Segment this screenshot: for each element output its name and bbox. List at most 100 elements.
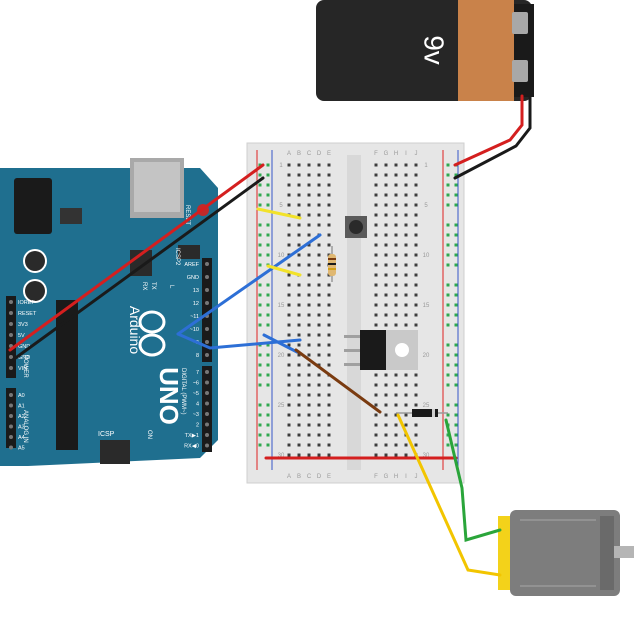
breadboard-hole xyxy=(374,293,378,297)
rail-hole xyxy=(258,403,262,407)
breadboard-hole xyxy=(287,163,291,167)
rail-hole xyxy=(258,193,262,197)
column-letter: G xyxy=(384,151,389,157)
breadboard-hole xyxy=(384,373,388,377)
pin-socket xyxy=(205,275,209,279)
breadboard-hole xyxy=(297,413,301,417)
rail-hole xyxy=(266,413,270,417)
breadboard-hole xyxy=(297,253,301,257)
pin-socket xyxy=(205,443,209,448)
rail-hole xyxy=(266,203,270,207)
breadboard-hole xyxy=(384,303,388,307)
pin-label: ~10 xyxy=(190,327,199,333)
breadboard-hole xyxy=(287,173,291,177)
pin-socket xyxy=(9,333,13,337)
resistor xyxy=(328,246,336,282)
row-number: 10 xyxy=(423,253,430,259)
breadboard-hole xyxy=(414,383,418,387)
pin-socket xyxy=(205,301,209,305)
rail-hole xyxy=(454,383,458,387)
rail-hole xyxy=(446,193,450,197)
rail-hole xyxy=(454,293,458,297)
breadboard-hole xyxy=(297,183,301,187)
breadboard-hole xyxy=(414,223,418,227)
breadboard-hole xyxy=(327,393,331,397)
breadboard-hole xyxy=(374,393,378,397)
breadboard-hole xyxy=(414,193,418,197)
row-number: 15 xyxy=(278,303,285,309)
breadboard-hole xyxy=(287,443,291,447)
breadboard-hole xyxy=(384,253,388,257)
breadboard-hole xyxy=(404,253,408,257)
breadboard-hole xyxy=(384,273,388,277)
pin-socket xyxy=(9,424,13,429)
pin-label: A0 xyxy=(18,393,25,399)
breadboard-hole xyxy=(384,383,388,387)
breadboard-hole xyxy=(384,423,388,427)
rail-hole xyxy=(258,283,262,287)
breadboard-hole xyxy=(287,303,291,307)
breadboard-hole xyxy=(404,423,408,427)
breadboard-hole xyxy=(374,433,378,437)
breadboard-hole xyxy=(394,243,398,247)
breadboard-hole xyxy=(374,233,378,237)
breadboard-hole xyxy=(384,193,388,197)
breadboard-hole xyxy=(317,213,321,217)
rail-hole xyxy=(446,263,450,267)
breadboard-hole xyxy=(307,163,311,167)
breadboard-hole xyxy=(374,243,378,247)
pin-label: RX◀0 xyxy=(184,444,199,450)
breadboard-hole xyxy=(287,203,291,207)
breadboard-hole xyxy=(307,223,311,227)
rail-hole xyxy=(454,193,458,197)
breadboard-hole xyxy=(374,273,378,277)
breadboard-hole xyxy=(307,183,311,187)
rail-hole xyxy=(446,383,450,387)
breadboard-hole xyxy=(307,213,311,217)
breadboard-hole xyxy=(404,313,408,317)
wire-transistor xyxy=(294,348,382,414)
pin-socket xyxy=(205,370,209,374)
rail-hole xyxy=(258,163,262,167)
pin-label: IOREF xyxy=(18,300,35,306)
breadboard-hole xyxy=(317,453,321,457)
rail-hole xyxy=(266,373,270,377)
breadboard-hole xyxy=(414,263,418,267)
breadboard-hole xyxy=(307,193,311,197)
breadboard-hole xyxy=(384,213,388,217)
rail-hole xyxy=(258,413,262,417)
pin-label: GND xyxy=(18,355,30,361)
wire-battery-negative xyxy=(453,94,532,180)
breadboard-hole xyxy=(317,273,321,277)
breadboard-hole xyxy=(307,373,311,377)
rail-hole xyxy=(446,233,450,237)
breadboard-hole xyxy=(394,443,398,447)
pin-label: AREF xyxy=(184,262,199,268)
breadboard-hole xyxy=(414,373,418,377)
arduino-logo-icon xyxy=(138,310,166,357)
breadboard-hole xyxy=(374,323,378,327)
breadboard-hole xyxy=(414,303,418,307)
breadboard-hole xyxy=(297,203,301,207)
breadboard-hole xyxy=(384,453,388,457)
breadboard-hole xyxy=(374,423,378,427)
breadboard-hole xyxy=(414,233,418,237)
breadboard-hole xyxy=(327,203,331,207)
wire-jumper-top xyxy=(256,207,302,220)
breadboard-hole xyxy=(327,223,331,227)
column-letter: J xyxy=(415,474,418,480)
row-number: 5 xyxy=(279,203,283,209)
breadboard-hole xyxy=(287,243,291,247)
breadboard-hole xyxy=(374,183,378,187)
breadboard-hole xyxy=(384,413,388,417)
breadboard-hole xyxy=(307,443,311,447)
icsp-label: ICSP xyxy=(98,431,115,438)
breadboard-hole xyxy=(307,203,311,207)
breadboard-hole xyxy=(414,253,418,257)
breadboard-hole xyxy=(317,203,321,207)
rail-hole xyxy=(266,443,270,447)
breadboard-hole xyxy=(297,433,301,437)
breadboard-hole xyxy=(317,303,321,307)
